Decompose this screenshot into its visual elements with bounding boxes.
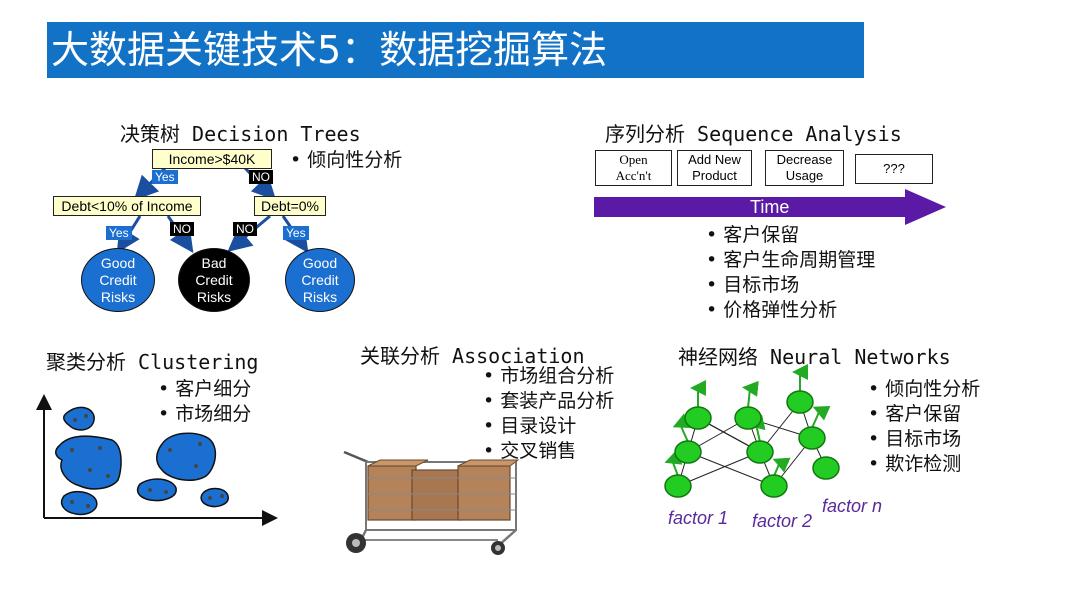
- neuron-node: [664, 474, 692, 498]
- neuron-node: [760, 474, 788, 498]
- sequence-heading: 序列分析 Sequence Analysis: [605, 122, 902, 146]
- neuron-node: [812, 456, 840, 480]
- neuron-node: [684, 406, 712, 430]
- bullet-item: 客户细分: [158, 377, 251, 402]
- bullet-item: 客户保留: [868, 402, 980, 427]
- neuron-node: [798, 426, 826, 450]
- left-split-box: Debt<10% of Income: [53, 196, 201, 216]
- sequence-step: ???: [855, 154, 933, 184]
- bullet-item: 套装产品分析: [483, 389, 614, 414]
- neuron-node: [734, 406, 762, 430]
- cluster-blob: [200, 487, 229, 508]
- leaf-good-credit: Good Credit Risks: [81, 248, 155, 312]
- bullet-item: 客户保留: [706, 223, 875, 248]
- neuron-node: [746, 440, 774, 464]
- decision-trees-bullets: 倾向性分析: [290, 148, 402, 173]
- factor-label: factor n: [822, 496, 883, 516]
- decision-trees-heading: 决策树 Decision Trees: [120, 122, 361, 146]
- neural-heading: 神经网络 Neural Networks: [678, 345, 951, 369]
- bullet-item: 欺诈检测: [868, 452, 980, 477]
- sequence-step: Open Acc'n't: [595, 150, 672, 186]
- factor-label: factor 2: [752, 511, 813, 531]
- bullet-item: 客户生命周期管理: [706, 248, 875, 273]
- cluster-blob: [156, 432, 217, 482]
- root-split-box: Income>$40K: [152, 149, 272, 169]
- bullet-item: 倾向性分析: [290, 148, 402, 173]
- time-arrow-label: Time: [750, 197, 790, 217]
- cluster-blob: [63, 406, 95, 431]
- yes-label: Yes: [152, 170, 178, 184]
- neuron-node: [674, 440, 702, 464]
- shopping-cart-icon: [343, 450, 520, 555]
- neural-bullets: 倾向性分析 客户保留 目标市场 欺诈检测: [868, 377, 980, 477]
- bullet-item: 目录设计: [483, 414, 614, 439]
- page-title: 大数据关键技术5：数据挖掘算法: [51, 28, 608, 72]
- right-split-box: Debt=0%: [254, 196, 326, 216]
- yes-label: Yes: [106, 226, 132, 240]
- cluster-blob: [136, 478, 177, 502]
- factor-label: factor 1: [668, 508, 729, 528]
- leaf-bad-credit: Bad Credit Risks: [178, 248, 250, 312]
- association-bullets: 市场组合分析 套装产品分析 目录设计 交叉销售: [483, 364, 614, 464]
- yes-label: Yes: [283, 226, 309, 240]
- time-arrow-shape: [594, 189, 946, 225]
- no-label: NO: [249, 170, 273, 184]
- clustering-bullets: 客户细分 市场细分: [158, 377, 251, 427]
- cluster-chart: [36, 394, 278, 526]
- time-arrow: [594, 189, 946, 225]
- clustering-heading: 聚类分析 Clustering: [46, 350, 259, 374]
- bullet-item: 倾向性分析: [868, 377, 980, 402]
- cluster-blob: [55, 435, 122, 490]
- sequence-bullets: 客户保留 客户生命周期管理 目标市场 价格弹性分析: [706, 223, 875, 323]
- sequence-step: Add New Product: [677, 150, 752, 186]
- bullet-item: 交叉销售: [483, 439, 614, 464]
- bullet-item: 价格弹性分析: [706, 298, 875, 323]
- bullet-item: 市场细分: [158, 402, 251, 427]
- neuron-node: [786, 390, 814, 414]
- neural-network-graph: [664, 364, 840, 498]
- bullet-item: 市场组合分析: [483, 364, 614, 389]
- leaf-good-credit: Good Credit Risks: [285, 248, 355, 312]
- cluster-blob: [60, 490, 98, 516]
- bullet-item: 目标市场: [868, 427, 980, 452]
- sequence-step: Decrease Usage: [765, 150, 844, 186]
- title-bar: 大数据关键技术5：数据挖掘算法: [47, 22, 864, 78]
- bullet-item: 目标市场: [706, 273, 875, 298]
- no-label: NO: [170, 222, 194, 236]
- no-label: NO: [233, 222, 257, 236]
